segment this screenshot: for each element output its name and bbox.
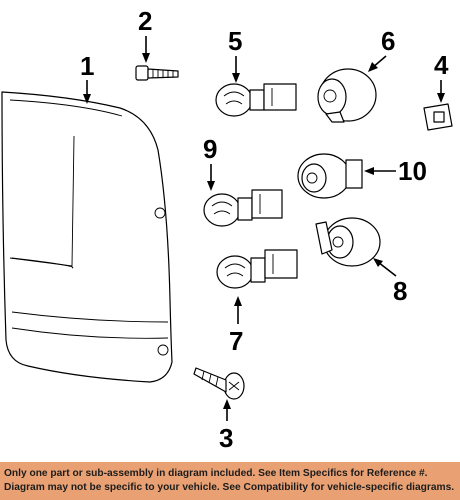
callout-7: 7 [229, 326, 243, 356]
bolt-part-2 [135, 65, 179, 81]
disclaimer-banner: Only one part or sub-assembly in diagram… [0, 462, 460, 500]
callout-4: 4 [434, 50, 449, 80]
bulb-part-5 [215, 83, 297, 117]
disclaimer-line-1: Only one part or sub-assembly in diagram… [4, 468, 428, 479]
callout-10: 10 [398, 156, 427, 186]
callout-2: 2 [138, 6, 152, 36]
callout-5: 5 [228, 26, 242, 56]
bulb-part-7 [216, 249, 298, 289]
clip-part-4 [423, 103, 453, 131]
callout-3: 3 [219, 423, 233, 453]
screw-part-3 [193, 367, 245, 400]
socket-part-10 [297, 153, 363, 199]
callout-6: 6 [381, 26, 395, 56]
bulb-part-9 [203, 189, 283, 227]
socket-part-8 [315, 217, 381, 267]
socket-part-6 [317, 68, 377, 123]
disclaimer-line-2: Diagram may not be specific to your vehi… [4, 482, 455, 493]
tail-lamp-assembly [1, 91, 173, 383]
parts-diagram: 1 2 5 6 4 9 [1, 6, 453, 453]
callout-8: 8 [393, 276, 407, 306]
callout-9: 9 [203, 134, 217, 164]
callout-1: 1 [80, 51, 94, 81]
